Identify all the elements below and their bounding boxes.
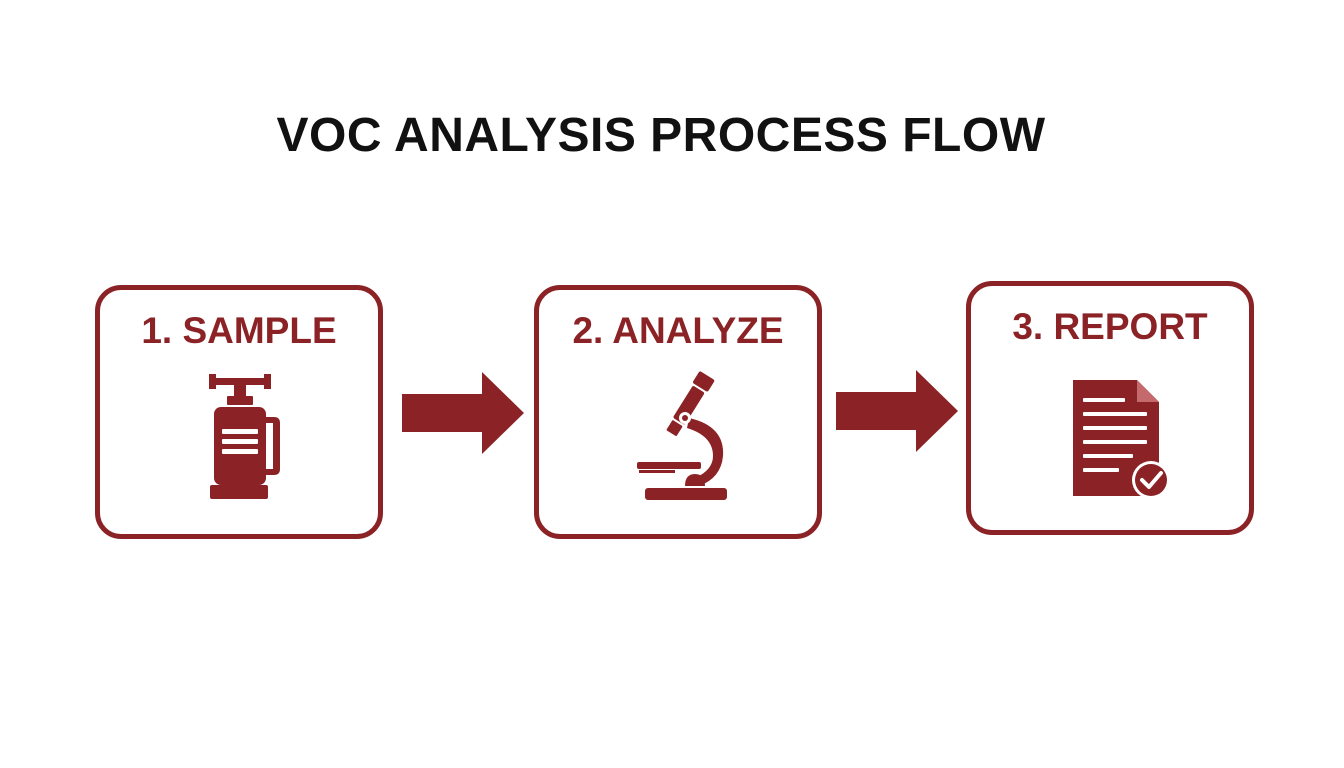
step-sample: 1. SAMPLE — [95, 285, 383, 539]
step-sample-label: 1. SAMPLE — [141, 310, 337, 351]
sample-canister-icon — [209, 374, 280, 499]
step-analyze: 2. ANALYZE — [534, 285, 822, 539]
step-report-label: 3. REPORT — [1012, 306, 1208, 347]
arrow-sample-to-analyze — [402, 372, 524, 454]
arrow-analyze-to-report — [836, 370, 958, 452]
step-analyze-label: 2. ANALYZE — [572, 310, 784, 351]
step-report: 3. REPORT — [966, 281, 1254, 535]
diagram-title: VOC ANALYSIS PROCESS FLOW — [276, 109, 1046, 162]
document-check-icon — [1073, 380, 1170, 499]
microscope-icon — [637, 371, 727, 500]
